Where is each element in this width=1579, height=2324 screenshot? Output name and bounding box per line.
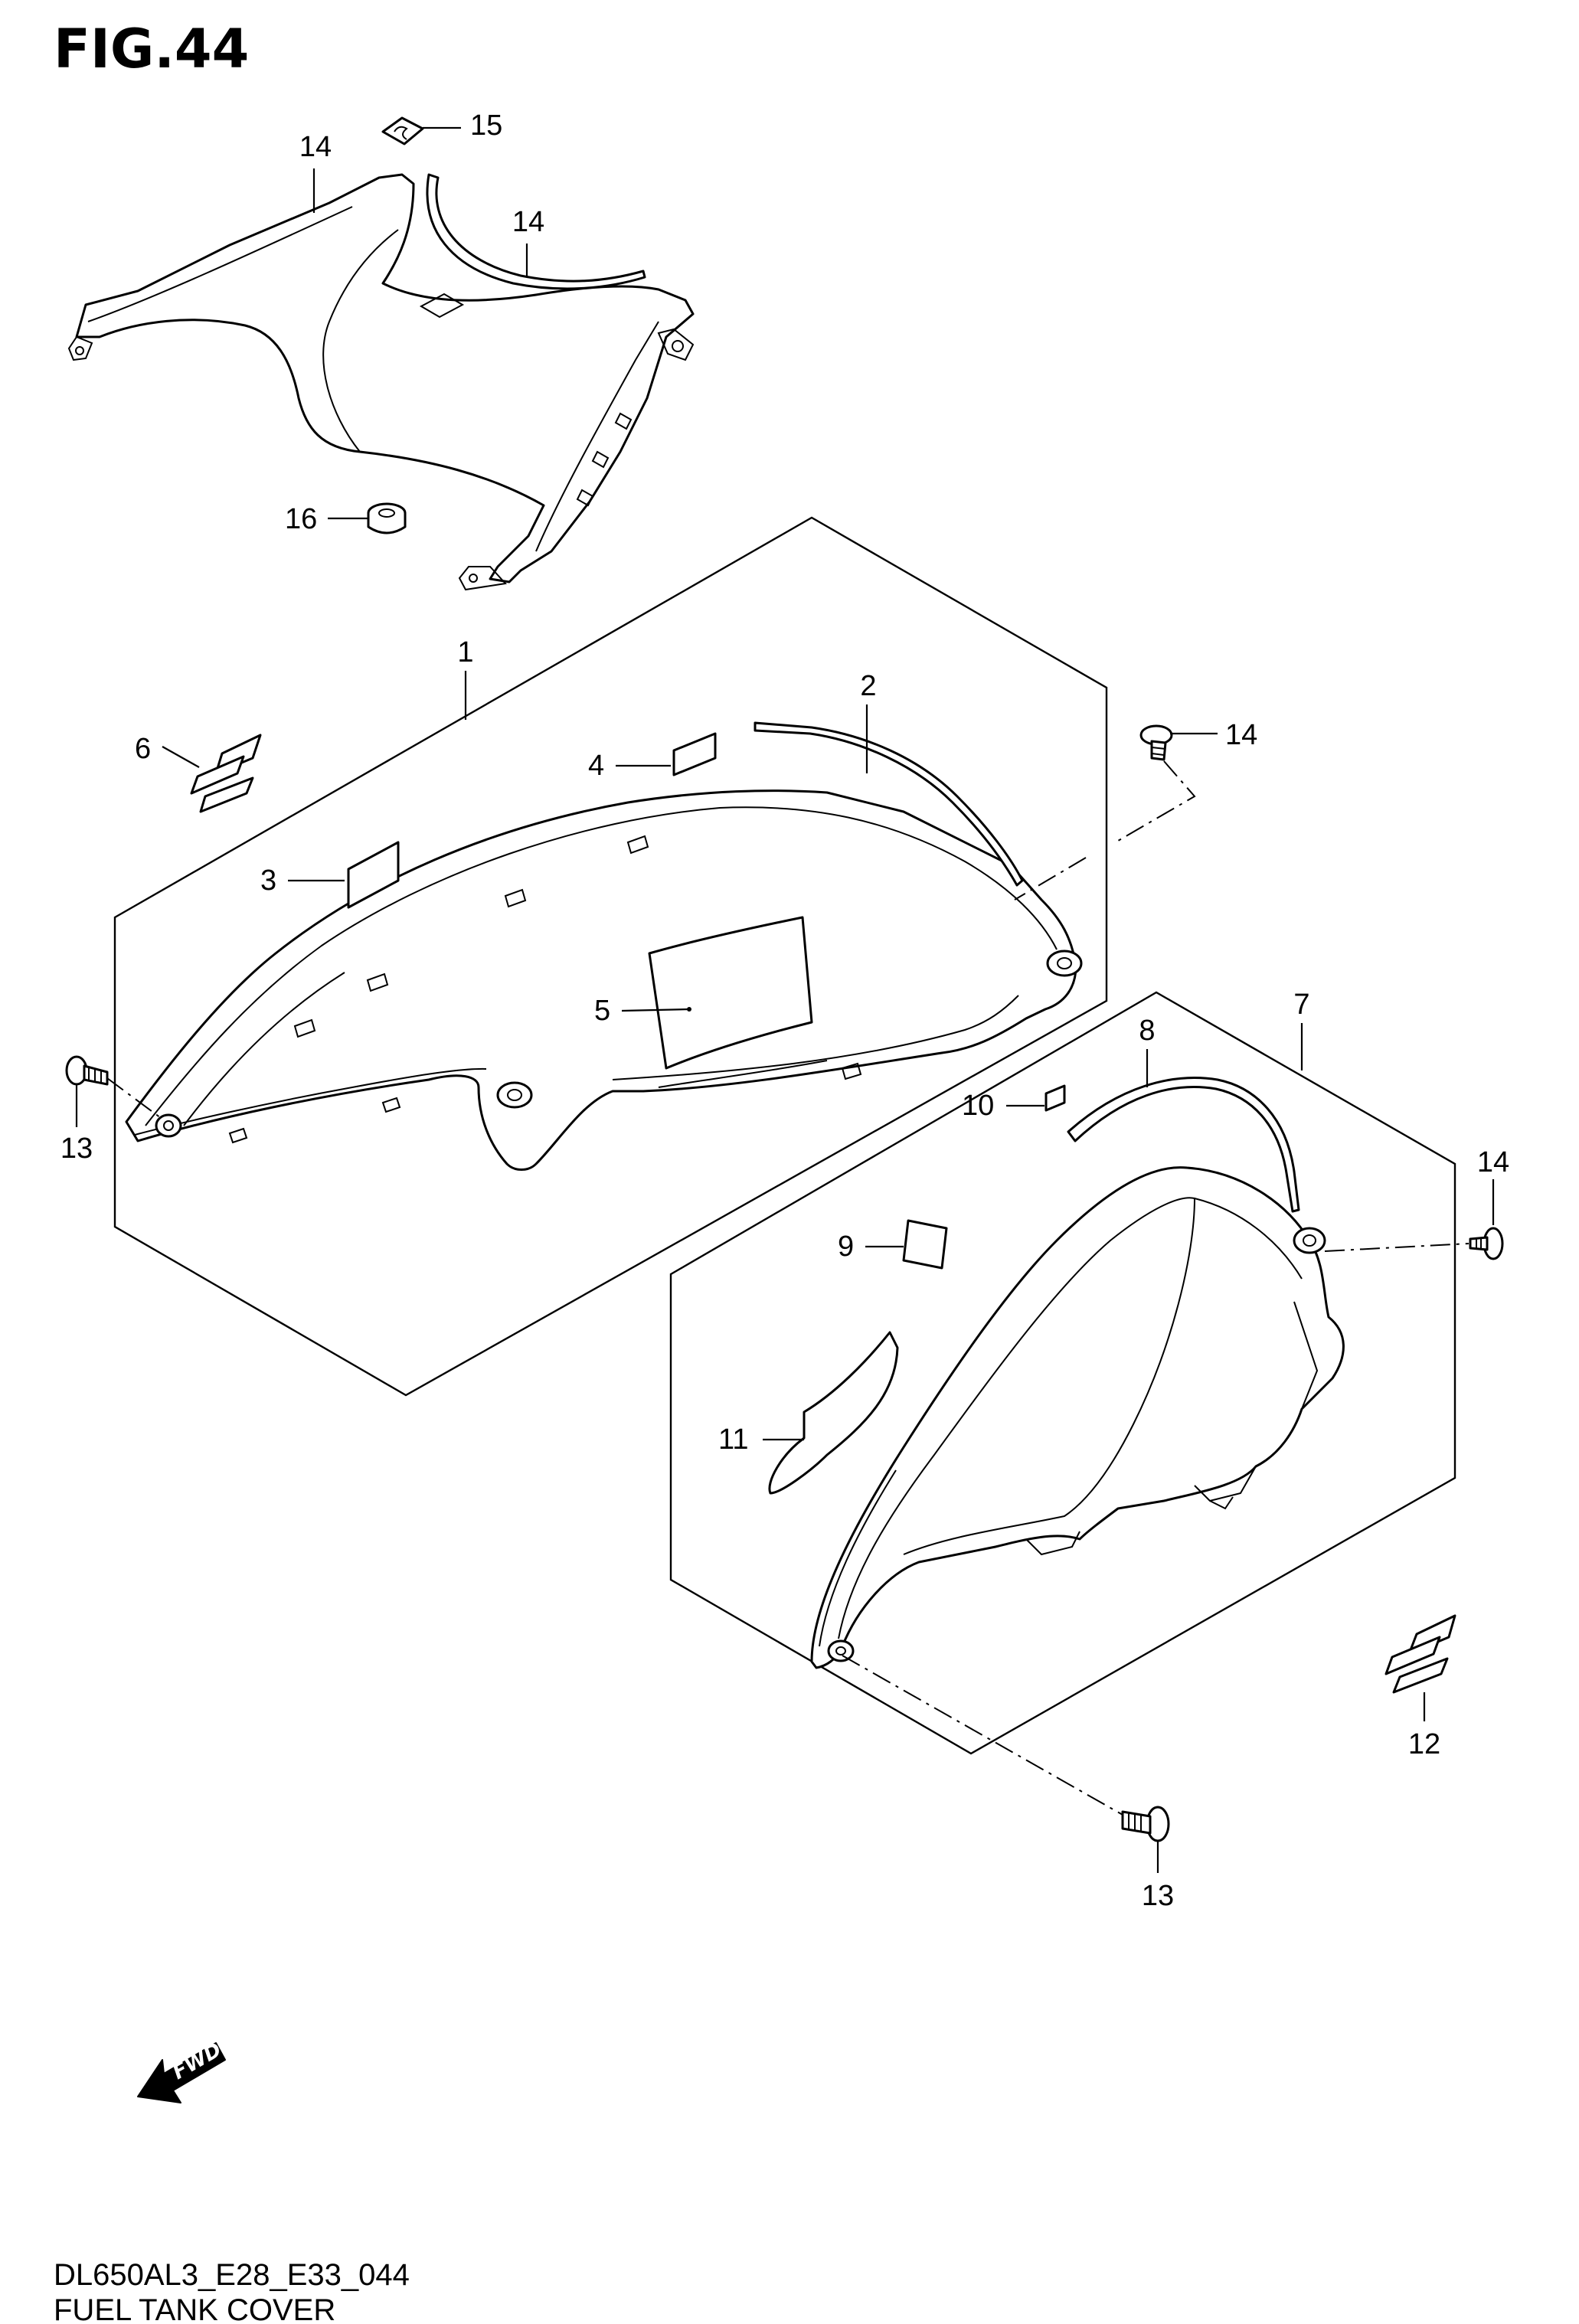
part-7-mount-hole-front <box>1293 1227 1326 1254</box>
callout-15: 14 <box>299 131 332 163</box>
part-15-mount-tab-right <box>657 328 695 361</box>
leader-6 <box>162 746 200 768</box>
part-7-lower-flange <box>1025 1301 1319 1556</box>
part-6-emblem <box>190 734 262 813</box>
callout-17: 15 <box>470 109 502 142</box>
part-15-cover <box>75 173 695 583</box>
part-9-pad <box>902 1219 948 1270</box>
callout-16: 14 <box>512 206 544 238</box>
part-1-outer-contour <box>183 972 828 1126</box>
callout-12: 12 <box>1408 1728 1440 1760</box>
part-1-mount-hole-lower <box>496 1081 533 1109</box>
part-15-mount-tab-bottom <box>458 566 507 591</box>
group-box-left-panel <box>113 516 1108 1397</box>
callout-4: 4 <box>588 750 604 782</box>
callout-13-right: 13 <box>1142 1880 1174 1912</box>
part-11-sheet <box>768 1331 899 1495</box>
part-1-lower-edge <box>134 1067 487 1136</box>
part-14-nut-right <box>1469 1227 1504 1260</box>
callout-7: 7 <box>1293 989 1309 1021</box>
part-7-mount-hole-rear <box>827 1639 855 1662</box>
part-18-grommet <box>367 502 407 534</box>
part-4-pad <box>672 732 717 776</box>
callout-3: 3 <box>260 865 276 897</box>
callout-5: 5 <box>594 995 610 1027</box>
callout-13-left: 13 <box>60 1133 93 1165</box>
callout-18: 16 <box>285 503 317 535</box>
part-15-center-label <box>419 293 465 319</box>
part-5-sheet <box>648 916 813 1070</box>
part-1-mount-hole-front <box>1046 950 1083 977</box>
part-15-hole-left <box>75 346 84 355</box>
centerline-14-upper <box>1014 760 1196 901</box>
part-15-inner-edge <box>87 206 659 552</box>
callout-9: 9 <box>838 1231 854 1263</box>
centerline-14-right <box>1324 1243 1469 1252</box>
part-14-nut-upper <box>1139 724 1173 761</box>
part-3-pad <box>347 841 400 909</box>
callout-2: 2 <box>860 670 876 702</box>
part-15-hole-right <box>672 340 684 352</box>
part-17-emblem <box>381 116 424 145</box>
part-13-bolt-left <box>65 1055 109 1086</box>
part-13-bolt-right <box>1121 1806 1170 1842</box>
callout-6: 6 <box>135 733 151 765</box>
left-fuel-tank-cover-assembly <box>125 721 1083 1171</box>
group-box-right-panel <box>669 991 1456 1755</box>
part-7-right-cover <box>810 1166 1345 1669</box>
right-fuel-tank-cover-assembly <box>768 1077 1456 1694</box>
part-1-left-cover <box>125 789 1077 1171</box>
callout-14-right: 14 <box>1477 1146 1509 1178</box>
part-16-trim <box>426 173 646 290</box>
callout-11: 11 <box>718 1423 748 1456</box>
fwd-label: FWD <box>169 2038 226 2084</box>
fuel-tank-top-cover-assembly <box>67 116 695 591</box>
part-12-emblem <box>1384 1614 1456 1694</box>
callout-14-upper: 14 <box>1225 719 1257 751</box>
part-8-trim-strip <box>1067 1077 1300 1213</box>
diagram-caption: FUEL TANK COVER <box>54 2293 335 2324</box>
centerline-13-left <box>106 1077 162 1119</box>
part-1-clips <box>228 835 862 1144</box>
callout-10: 10 <box>962 1090 994 1122</box>
fwd-arrow-icon: FWD <box>137 2038 226 2103</box>
leader-5 <box>621 1008 690 1012</box>
part-15-mount-tab-left <box>67 335 93 361</box>
part-7-inner-contour <box>838 1197 1196 1639</box>
part-15-slots <box>576 412 633 507</box>
model-code: DL650AL3_E28_E33_044 <box>54 2258 410 2292</box>
callout-1: 1 <box>457 636 473 668</box>
part-7-outer-edge <box>819 1198 1303 1647</box>
part-15-hole-bottom <box>469 574 478 583</box>
part-1-mount-hole-rear <box>155 1113 182 1138</box>
part-10-clip <box>1044 1084 1066 1112</box>
part-17-emblem-mark <box>394 126 408 140</box>
part-2-trim-strip <box>754 721 1024 887</box>
figure-title: FIG.44 <box>54 18 249 80</box>
part-1-inner-contour <box>145 806 1058 1126</box>
callout-8: 8 <box>1139 1015 1155 1047</box>
centerline-13-right <box>842 1655 1123 1816</box>
